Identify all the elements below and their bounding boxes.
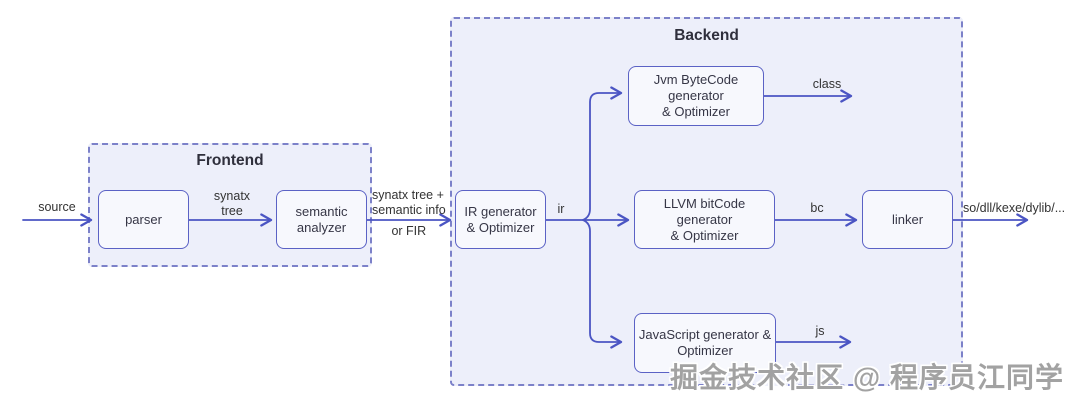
node-ir-generator-line1: IR generator bbox=[464, 203, 537, 219]
label-syntax-tree-line1: synatx bbox=[213, 189, 251, 203]
label-ir: ir bbox=[557, 202, 565, 216]
node-linker-label: linker bbox=[891, 211, 924, 227]
node-jvm-generator: Jvm ByteCode generator & Optimizer bbox=[628, 66, 764, 126]
label-frontend-output-line1: synatx tree + bbox=[372, 188, 444, 202]
node-jvm-generator-line2: & Optimizer bbox=[662, 104, 730, 119]
node-semantic-analyzer: semantic analyzer bbox=[276, 190, 367, 249]
node-llvm-generator: LLVM bitCode generator & Optimizer bbox=[634, 190, 775, 249]
node-parser: parser bbox=[98, 190, 189, 249]
node-semantic-analyzer-line2: analyzer bbox=[296, 219, 347, 235]
node-ir-generator-line2: & Optimizer bbox=[466, 219, 535, 235]
node-semantic-analyzer-line1: semantic bbox=[295, 203, 348, 219]
label-syntax-tree-line2: tree bbox=[221, 204, 243, 218]
label-syntax-tree: synatx tree bbox=[214, 189, 250, 219]
node-linker: linker bbox=[862, 190, 953, 249]
label-final-output: so/dll/kexe/dylib/... bbox=[963, 201, 1066, 215]
frontend-title: Frontend bbox=[196, 152, 264, 169]
node-parser-label: parser bbox=[125, 211, 162, 227]
label-source: source bbox=[38, 200, 76, 214]
label-js: js bbox=[815, 324, 825, 338]
edge-ir-to-jvm bbox=[582, 86, 623, 221]
node-js-generator-line2: Optimizer bbox=[677, 343, 733, 358]
label-frontend-output: synatx tree + semantic info or FIR bbox=[372, 188, 446, 239]
label-frontend-output-line2: semantic info bbox=[372, 203, 446, 217]
node-jvm-generator-line1: Jvm ByteCode generator bbox=[653, 72, 739, 103]
label-frontend-output-line3: or FIR bbox=[391, 224, 427, 238]
label-bc: bc bbox=[810, 201, 824, 215]
watermark-text: 掘金技术社区 @ 程序员江同学 bbox=[670, 362, 1064, 393]
backend-title: Backend bbox=[674, 27, 739, 44]
node-js-generator-line1: JavaScript generator & bbox=[638, 327, 772, 342]
node-llvm-generator-line1: LLVM bitCode generator bbox=[663, 195, 746, 227]
node-js-generator: JavaScript generator & Optimizer bbox=[634, 313, 776, 373]
node-llvm-generator-line2: & Optimizer bbox=[670, 227, 739, 243]
edge-ir-to-js bbox=[582, 219, 623, 349]
label-class: class bbox=[812, 77, 842, 91]
node-ir-generator: IR generator & Optimizer bbox=[455, 190, 546, 249]
